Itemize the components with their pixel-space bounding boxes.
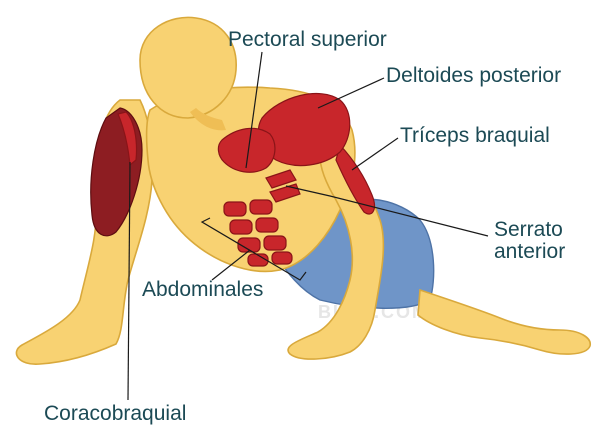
- label-deltoides-posterior: Deltoides posterior: [386, 64, 561, 87]
- pectoral-muscle: [217, 127, 276, 173]
- leader-serrato: [285, 185, 489, 237]
- leader-abdominales-stem: [211, 249, 251, 281]
- neck: [190, 108, 226, 131]
- leader-triceps: [351, 137, 399, 171]
- label-coracobraquial: Coracobraquial: [44, 402, 186, 425]
- leg: [417, 288, 591, 355]
- label-pectoral-superior: Pectoral superior: [228, 28, 387, 51]
- head: [139, 16, 237, 119]
- label-abdominales: Abdominales: [142, 278, 263, 301]
- label-triceps-braquial: Tríceps braquial: [400, 124, 550, 147]
- label-serrato-line1: Serrato: [494, 218, 563, 241]
- label-serrato-line2: anterior: [494, 240, 565, 263]
- triceps-muscle: [335, 143, 376, 215]
- leader-deltoides: [317, 77, 385, 109]
- abdominal-muscles: [223, 199, 293, 267]
- leader-coracobraquial: [127, 161, 131, 401]
- leader-abdominales: [200, 217, 307, 281]
- leader-pectoral: [245, 51, 263, 169]
